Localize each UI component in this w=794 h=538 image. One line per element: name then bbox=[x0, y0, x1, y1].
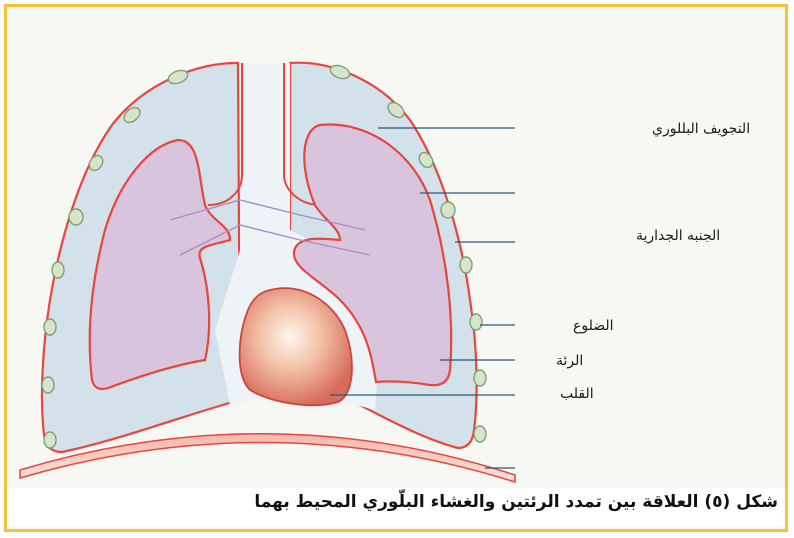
label-heart: القلب bbox=[560, 386, 594, 402]
label-ribs: الضلوع bbox=[573, 318, 614, 334]
label-lung: الرئة bbox=[556, 353, 583, 369]
figure-caption: شكل (٥) العلاقة بين تمدد الرئتين والغشاء… bbox=[254, 492, 778, 512]
label-parietal-pleura: الجنبه الجدارية bbox=[636, 228, 720, 244]
label-pleural-cavity: التجويف البللوري bbox=[652, 121, 750, 137]
